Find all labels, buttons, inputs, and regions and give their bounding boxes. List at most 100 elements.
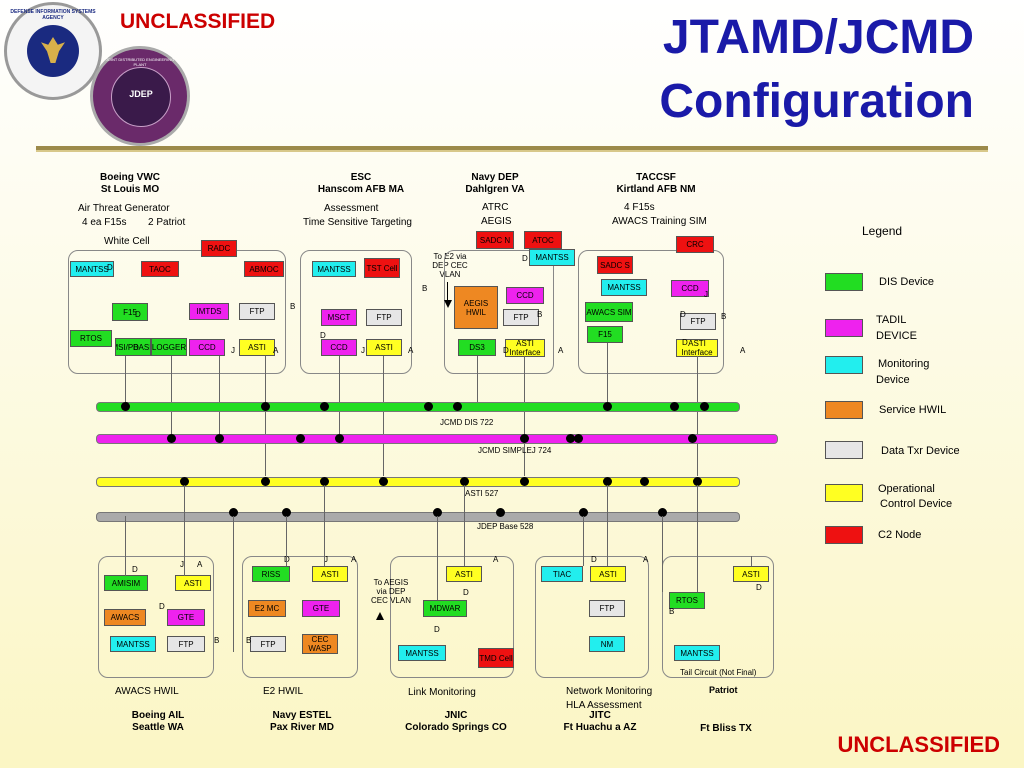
- bus-tap: [282, 508, 291, 517]
- awacs-service[interactable]: AWACS: [104, 609, 146, 626]
- port-letter: D: [434, 625, 440, 634]
- radc-node[interactable]: RADC: [201, 240, 237, 257]
- page-title-line2: Configuration: [659, 75, 974, 128]
- asti-2[interactable]: ASTI: [366, 339, 402, 356]
- taccsf-desc1: 4 F15s: [624, 202, 655, 213]
- port-letter: J: [361, 346, 365, 355]
- asti-1[interactable]: ASTI: [239, 339, 275, 356]
- e2-mc[interactable]: E2 MC: [248, 600, 286, 617]
- gte-a[interactable]: GTE: [167, 609, 205, 626]
- sadc-s[interactable]: SADC S: [597, 256, 633, 274]
- site-jitc-loc: Ft Huachu a AZ: [563, 722, 637, 733]
- asti-d[interactable]: ASTI: [590, 566, 626, 582]
- classification-top: UNCLASSIFIED: [120, 10, 276, 33]
- header-divider: [36, 146, 988, 152]
- aegis-hwil[interactable]: AEGIS HWIL: [454, 286, 498, 329]
- f15-dis-device[interactable]: F15: [112, 303, 148, 321]
- imtds-tadil-device[interactable]: IMTDS: [189, 303, 229, 320]
- f15-dis-device-2[interactable]: F15: [587, 326, 623, 343]
- drop-line: [697, 356, 698, 476]
- asti-interface-1[interactable]: ASTI Interface: [505, 339, 545, 357]
- group-patriot: [662, 556, 774, 678]
- ftp-2[interactable]: FTP: [366, 309, 402, 326]
- abmoc-node[interactable]: ABMOC: [244, 261, 284, 277]
- drop-line: [219, 356, 220, 438]
- mantss-monitor-2[interactable]: MANTSS: [312, 261, 356, 277]
- msi-pbase[interactable]: MSI/PBASE: [115, 338, 151, 356]
- tst-cell[interactable]: TST Cell: [364, 258, 400, 278]
- amisim[interactable]: AMISIM: [104, 575, 148, 591]
- bus-tap: [670, 402, 679, 411]
- ftp-3[interactable]: FTP: [503, 309, 539, 326]
- site-jnic-loc: Colorado Springs CO: [405, 722, 507, 733]
- ccd-1[interactable]: CCD: [189, 339, 225, 356]
- ccd-4[interactable]: CCD: [671, 280, 709, 297]
- mdwar[interactable]: MDWAR: [423, 600, 467, 617]
- site-taccsf-loc: Kirtland AFB NM: [616, 184, 696, 195]
- to-aegis-note: To AEGIS via DEP CEC VLAN: [370, 578, 411, 605]
- bus-tap: [603, 402, 612, 411]
- bus-tap: [579, 508, 588, 517]
- legend-op-2: Control Device: [880, 498, 953, 510]
- cec-wasp[interactable]: CEC WASP: [302, 634, 338, 654]
- tiac[interactable]: TIAC: [541, 566, 583, 582]
- ccd-2[interactable]: CCD: [321, 339, 357, 356]
- drop-line: [464, 485, 465, 566]
- msct[interactable]: MSCT: [321, 309, 357, 326]
- ftp-b[interactable]: FTP: [250, 636, 286, 652]
- ds3[interactable]: DS3: [458, 339, 496, 356]
- bus-jdep-base-label: JDEP Base 528: [477, 522, 534, 531]
- port-letter: A: [558, 346, 564, 355]
- port-letter: A: [273, 346, 279, 355]
- rtos-1[interactable]: RTOS: [70, 330, 112, 347]
- drop-line: [324, 485, 325, 566]
- ftp-d[interactable]: FTP: [589, 600, 625, 617]
- rtos-e[interactable]: RTOS: [669, 592, 705, 609]
- legend-datatxr: Data Txr Device: [881, 445, 960, 457]
- ccd-3[interactable]: CCD: [506, 287, 544, 304]
- link-monitoring-label: Link Monitoring: [408, 687, 476, 698]
- drop-line: [184, 485, 185, 576]
- crc-node[interactable]: CRC: [676, 236, 714, 253]
- ftp-1[interactable]: FTP: [239, 303, 275, 320]
- ftp-4[interactable]: FTP: [680, 313, 716, 330]
- legend-tadil-2: DEVICE: [876, 330, 917, 342]
- bus-jdep-base: [96, 512, 740, 522]
- site-navy-dep: Navy DEP Dahlgren VA: [450, 172, 540, 196]
- site-boeing-ail-loc: Seattle WA: [132, 722, 184, 733]
- bus-jcmd-simplej-label: JCMD SIMPLEJ 724: [478, 446, 552, 455]
- ftp-a[interactable]: FTP: [167, 636, 205, 652]
- mantss-monitor-1[interactable]: MANTSS: [70, 261, 114, 277]
- drop-line: [339, 356, 340, 438]
- mantss-a[interactable]: MANTSS: [110, 636, 156, 652]
- mantss-e[interactable]: MANTSS: [674, 645, 720, 661]
- tail-circuit-label: Tail Circuit (Not Final): [680, 668, 757, 677]
- asti-b[interactable]: ASTI: [312, 566, 348, 582]
- taoc-node[interactable]: TAOC: [141, 261, 179, 277]
- asti-a[interactable]: ASTI: [175, 575, 211, 591]
- asti-e[interactable]: ASTI: [733, 566, 769, 582]
- sadc-n[interactable]: SADC N: [476, 231, 514, 249]
- riss[interactable]: RISS: [252, 566, 290, 582]
- mantss-monitor-4[interactable]: MANTSS: [601, 279, 647, 296]
- bus-tap: [261, 402, 270, 411]
- asti-c[interactable]: ASTI: [446, 566, 482, 582]
- group-network-monitoring: [535, 556, 649, 678]
- drop-line: [583, 516, 584, 566]
- atoc[interactable]: ATOC: [524, 231, 562, 249]
- site-ft-bliss-loc: Ft Bliss TX: [700, 723, 752, 734]
- bus-tap: [320, 402, 329, 411]
- mantss-monitor-3[interactable]: MANTSS: [529, 249, 575, 266]
- gte-b[interactable]: GTE: [302, 600, 340, 617]
- port-letter: B: [246, 636, 252, 645]
- arrow-up-icon: [376, 612, 384, 620]
- logger[interactable]: LOGGER: [151, 338, 187, 356]
- site-navy-dep-name: Navy DEP: [471, 172, 519, 183]
- awacs-sim[interactable]: AWACS SIM: [585, 302, 633, 322]
- mantss-c[interactable]: MANTSS: [398, 645, 446, 661]
- tmd-cell[interactable]: TMD Cell: [478, 648, 514, 668]
- drop-line: [286, 516, 287, 566]
- bus-tap: [320, 477, 329, 486]
- nm[interactable]: NM: [589, 636, 625, 652]
- group-navy-dep: [444, 250, 554, 374]
